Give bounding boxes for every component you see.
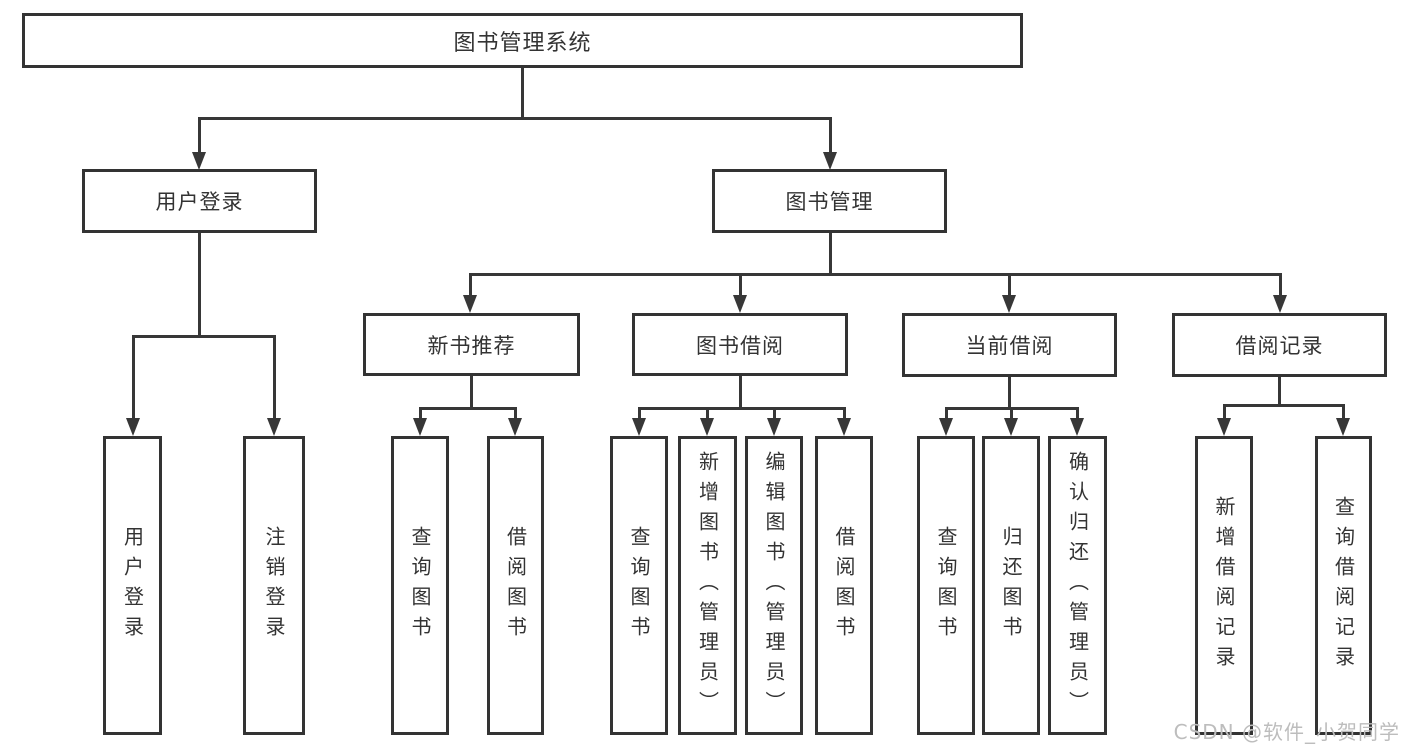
arrow-down-icon <box>700 418 714 436</box>
connector-line <box>843 407 846 421</box>
node-borrow-books-borrowing: 借阅图书 <box>815 436 873 735</box>
leaf-label: 归还图书 <box>999 525 1023 646</box>
csdn-watermark: CSDN @软件_小贺同学 <box>1173 720 1400 744</box>
connector-line <box>1010 407 1013 421</box>
leaf-label: 新增图书（管理员） <box>695 450 720 721</box>
arrow-down-icon <box>1070 418 1084 436</box>
connector-line <box>638 407 641 421</box>
node-query-borrow-record: 查询借阅记录 <box>1315 436 1372 735</box>
node-new-book-recommendation: 新书推荐 <box>363 313 580 376</box>
node-confirm-return-admin: 确认归还（管理员） <box>1048 436 1107 735</box>
node-logout: 注销登录 <box>243 436 305 735</box>
node-user-login: 用户登录 <box>82 169 317 233</box>
node-book-management: 图书管理 <box>712 169 947 233</box>
connector-line <box>419 407 422 421</box>
connector-line <box>132 335 135 421</box>
connector-line <box>945 407 948 421</box>
arrow-down-icon <box>1336 418 1350 436</box>
connector-line <box>1278 377 1281 406</box>
connector-line <box>470 376 473 409</box>
connector-line <box>469 273 472 298</box>
node-query-books-borrowing: 查询图书 <box>610 436 668 735</box>
connector-line <box>829 233 832 275</box>
arrow-down-icon <box>413 418 427 436</box>
connector-line <box>638 407 846 410</box>
arrow-down-icon <box>733 295 747 313</box>
arrow-down-icon <box>823 152 837 170</box>
connector-line <box>773 407 776 421</box>
connector-line <box>198 117 832 120</box>
connector-line <box>514 407 517 421</box>
connector-line <box>273 335 276 421</box>
node-add-book-admin: 新增图书（管理员） <box>678 436 737 735</box>
connector-line <box>198 233 201 337</box>
leaf-label: 用户登录 <box>120 525 145 646</box>
node-query-books-recommend: 查询图书 <box>391 436 449 735</box>
leaf-label: 借阅图书 <box>503 525 528 646</box>
leaf-label: 查询图书 <box>627 525 651 646</box>
node-library-management-system: 图书管理系统 <box>22 13 1023 68</box>
connector-line <box>739 273 742 298</box>
leaf-label: 确认归还（管理员） <box>1065 450 1090 721</box>
leaf-label: 新增借阅记录 <box>1212 495 1236 676</box>
node-add-borrow-record: 新增借阅记录 <box>1195 436 1253 735</box>
node-edit-book-admin: 编辑图书（管理员） <box>745 436 803 735</box>
arrow-down-icon <box>1273 295 1287 313</box>
node-user-login-leaf: 用户登录 <box>103 436 162 735</box>
connector-line <box>1076 407 1079 421</box>
leaf-label: 查询借阅记录 <box>1331 495 1356 676</box>
arrow-down-icon <box>767 418 781 436</box>
connector-line <box>1279 273 1282 298</box>
connector-line <box>1008 273 1011 298</box>
connector-line <box>419 407 517 410</box>
arrow-down-icon <box>267 418 281 436</box>
arrow-down-icon <box>939 418 953 436</box>
leaf-label: 借阅图书 <box>832 525 856 646</box>
leaf-label: 注销登录 <box>262 525 286 646</box>
connector-line <box>1223 404 1345 407</box>
arrow-down-icon <box>632 418 646 436</box>
arrow-down-icon <box>1217 418 1231 436</box>
node-query-books-current: 查询图书 <box>917 436 975 735</box>
connector-line <box>1223 404 1226 421</box>
node-borrow-books-recommend: 借阅图书 <box>487 436 544 735</box>
connector-line <box>198 117 201 155</box>
connector-line <box>739 376 742 409</box>
connector-line <box>706 407 709 421</box>
connector-line <box>1008 377 1011 409</box>
node-borrowing-records: 借阅记录 <box>1172 313 1387 377</box>
connector-line <box>829 117 832 155</box>
arrow-down-icon <box>126 418 140 436</box>
arrow-down-icon <box>837 418 851 436</box>
arrow-down-icon <box>192 152 206 170</box>
leaf-label: 编辑图书（管理员） <box>762 450 786 721</box>
leaf-label: 查询图书 <box>408 525 432 646</box>
leaf-label: 查询图书 <box>934 525 958 646</box>
arrow-down-icon <box>508 418 522 436</box>
node-current-borrowing: 当前借阅 <box>902 313 1117 377</box>
arrow-down-icon <box>463 295 477 313</box>
connector-line <box>1342 404 1345 421</box>
node-return-books: 归还图书 <box>982 436 1040 735</box>
connector-line <box>469 273 1282 276</box>
arrow-down-icon <box>1004 418 1018 436</box>
connector-line <box>132 335 276 338</box>
node-book-borrowing: 图书借阅 <box>632 313 848 376</box>
connector-line <box>521 68 524 118</box>
arrow-down-icon <box>1002 295 1016 313</box>
